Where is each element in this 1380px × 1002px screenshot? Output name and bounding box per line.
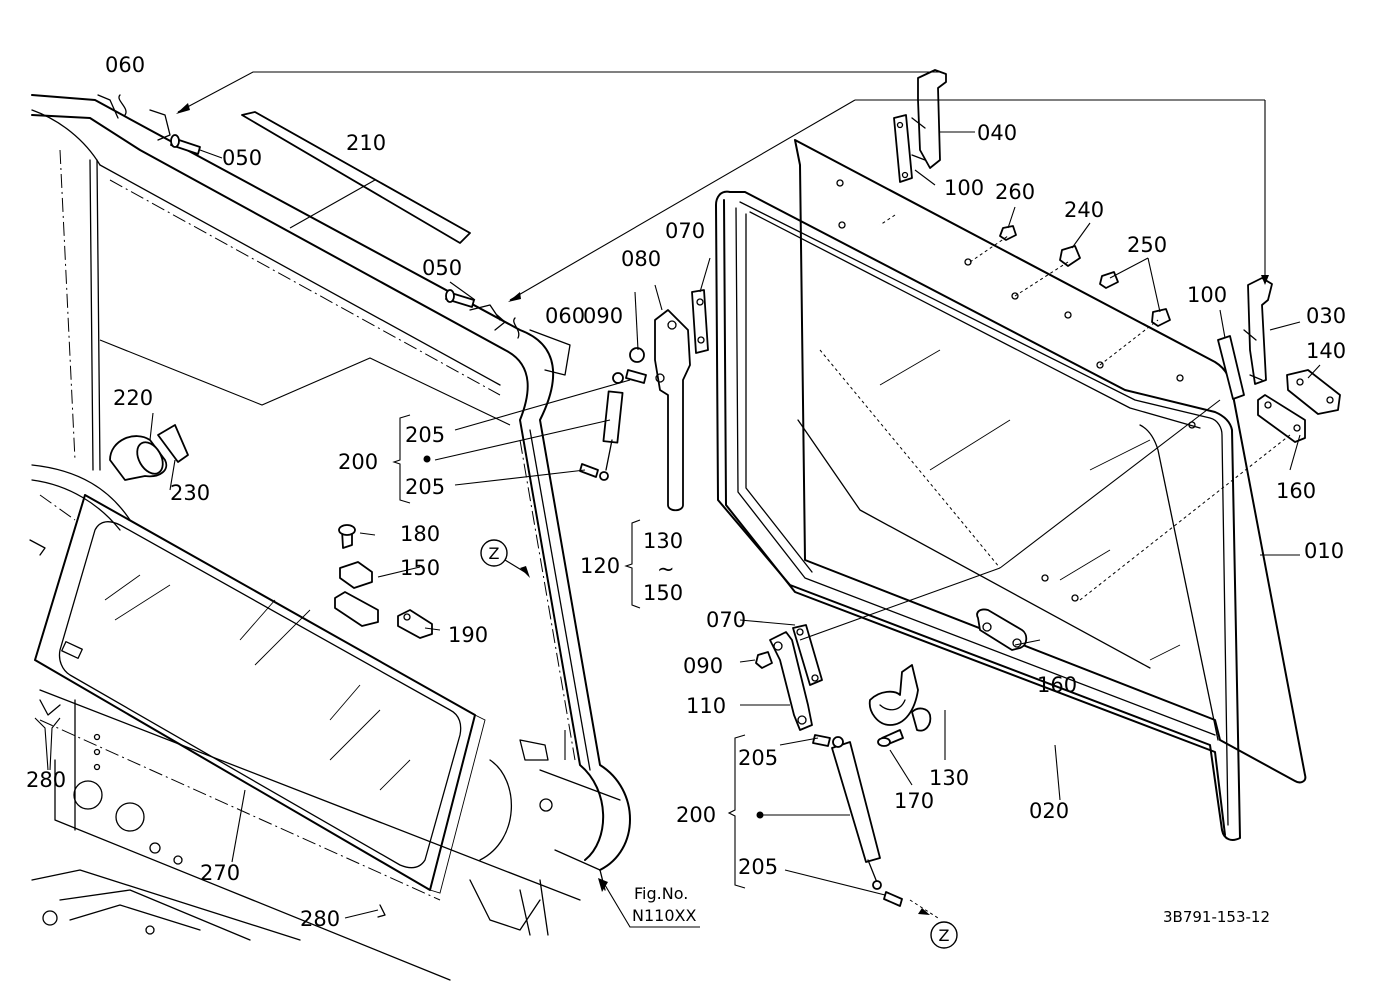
callout-130-tilde: ~ [657, 557, 675, 581]
part-210-strip [241, 111, 471, 244]
figure-reference: Fig.No. N110XX [632, 884, 696, 925]
part-110-hinge-lower [755, 624, 823, 731]
callout-150: 150 [400, 556, 440, 580]
callout-labels: 060 050 210 050 060 220 230 205 200 205 … [26, 53, 1346, 931]
callout-010: 010 [1304, 539, 1344, 563]
callout-170: 170 [894, 789, 934, 813]
callout-130-bot: 130 [929, 766, 969, 790]
callout-080: 080 [621, 247, 661, 271]
part-160-plate-mid [976, 608, 1028, 651]
z-marker-top-label: Z [489, 544, 500, 563]
callout-180: 180 [400, 522, 440, 546]
callout-210: 210 [346, 131, 386, 155]
drawing-code: 3B791-153-12 [1163, 908, 1270, 926]
callout-070-top: 070 [665, 219, 705, 243]
callout-120: 120 [580, 554, 620, 578]
z-marker-top: Z [480, 539, 529, 575]
part-150-bracket [334, 524, 433, 639]
callout-100-right: 100 [1187, 283, 1227, 307]
part-130-latch [868, 664, 932, 747]
callout-050-mid: 050 [422, 256, 462, 280]
figure-number: N110XX [632, 906, 696, 925]
cab-frame [29, 94, 631, 981]
callout-200-bot: 200 [676, 803, 716, 827]
callout-230: 230 [170, 481, 210, 505]
callout-130-range: 130 [643, 529, 683, 553]
brace-dot-top [423, 455, 431, 463]
callout-280-left: 280 [26, 768, 66, 792]
callout-160-right: 160 [1276, 479, 1316, 503]
part-200-gas-strut-lower [812, 734, 903, 907]
callout-030: 030 [1306, 304, 1346, 328]
part-080-hinge [654, 289, 709, 512]
callout-240: 240 [1064, 198, 1104, 222]
callout-205-b: 205 [405, 475, 445, 499]
callout-090-top: 090 [583, 304, 623, 328]
part-220-handle [109, 424, 189, 481]
callout-270: 270 [200, 861, 240, 885]
callout-060-top: 060 [105, 53, 145, 77]
part-050-pin [118, 94, 520, 339]
callout-070-bot: 070 [706, 608, 746, 632]
part-010-glass [794, 139, 1307, 784]
callout-205-a: 205 [405, 423, 445, 447]
callout-020: 020 [1029, 799, 1069, 823]
brace-dot-bottom [756, 811, 764, 819]
arrowheads [176, 103, 1269, 915]
leader-lines [34, 71, 1321, 928]
callout-100-top: 100 [944, 176, 984, 200]
z-marker-bottom-label: Z [939, 926, 950, 945]
callout-110: 110 [686, 694, 726, 718]
callout-250: 250 [1127, 233, 1167, 257]
callout-150-range: 150 [643, 581, 683, 605]
callout-060-mid: 060 [545, 304, 585, 328]
callout-205-d: 205 [738, 855, 778, 879]
callout-220: 220 [113, 386, 153, 410]
callout-050-top: 050 [222, 146, 262, 170]
callout-140: 140 [1306, 339, 1346, 363]
callout-205-c: 205 [738, 746, 778, 770]
callout-200-top: 200 [338, 450, 378, 474]
part-030-hinge-right [1217, 277, 1341, 443]
part-020-door-frame [715, 190, 1241, 841]
part-200-gas-strut-upper [579, 347, 647, 481]
part-040-hinge-top [893, 69, 947, 183]
z-marker-bottom: Z [930, 921, 958, 949]
callout-190: 190 [448, 623, 488, 647]
part-270-windshield [34, 494, 486, 894]
callout-160-mid: 160 [1037, 673, 1077, 697]
figure-label: Fig.No. [634, 884, 688, 903]
callout-280-bot: 280 [300, 907, 340, 931]
callout-040: 040 [977, 121, 1017, 145]
callout-090-bot: 090 [683, 654, 723, 678]
callout-260: 260 [995, 180, 1035, 204]
